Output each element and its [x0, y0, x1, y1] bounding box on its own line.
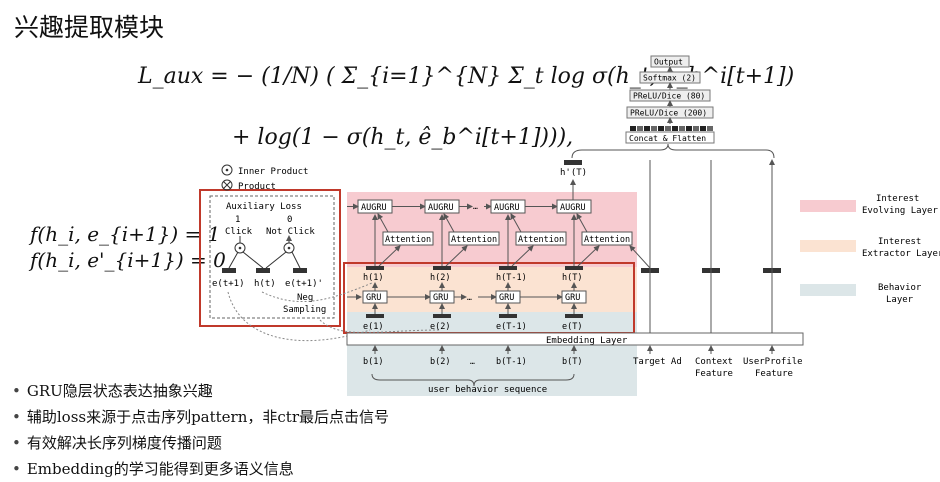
hidden-state-block	[499, 266, 517, 270]
bullet-list: •GRU隐层状态表达抽象兴趣 •辅助loss来源于点击序列pattern，非ct…	[12, 378, 389, 482]
behavior-label: b(2)	[430, 357, 450, 367]
hidden-state-label: h(T)	[562, 273, 582, 283]
aux-e-next-label: e(t+1)	[212, 279, 245, 289]
ellipsis: …	[467, 293, 472, 302]
positive-case-formula: f(h_i, e_{i+1}) = 1	[30, 222, 221, 246]
attention-label: Attention	[584, 235, 630, 245]
embedding-block	[499, 314, 517, 318]
bullet-item: •辅助loss来源于点击序列pattern，非ctr最后点击信号	[12, 408, 389, 426]
aux-click: Click	[225, 227, 253, 237]
gru-label: GRU	[499, 293, 514, 303]
bullet-item: •有效解决长序列梯度传播问题	[12, 434, 222, 452]
legend-interest-extractor: Interest	[878, 237, 921, 247]
aux-e-neg-label: e(t+1)'	[285, 279, 323, 289]
svg-text:Evolving Layer: Evolving Layer	[862, 206, 938, 216]
user-profile-feature-label: UserProfile	[743, 357, 803, 367]
hidden-state-label: h(T-1)	[496, 273, 527, 283]
attention-label: Attention	[518, 235, 564, 245]
inner-product-legend: Inner Product	[238, 167, 308, 177]
gru-label: GRU	[433, 293, 448, 303]
svg-text:Extractor Layer: Extractor Layer	[862, 249, 940, 259]
attention-label: Attention	[385, 235, 431, 245]
product-legend: Product	[238, 182, 276, 192]
embedding-block	[565, 314, 583, 318]
bullet-item: •Embedding的学习能得到更多语义信息	[12, 460, 294, 478]
embedding-label: e(T-1)	[496, 322, 527, 332]
hidden-state-block	[366, 266, 384, 270]
product-icon	[221, 179, 233, 191]
concat-flatten-label: Concat & Flatten	[629, 134, 706, 143]
auxiliary-loss-highlight	[199, 189, 341, 327]
hidden-state-block	[565, 266, 583, 270]
top-stack-label: Output	[654, 58, 683, 67]
aux-not-click: Not Click	[266, 227, 315, 237]
top-stack-label: PReLU/Dice (80)	[633, 92, 705, 101]
legend-interest-evolving-swatch	[800, 200, 856, 212]
gru-label: GRU	[565, 293, 580, 303]
target-ad-label: Target Ad	[633, 357, 682, 367]
legend-interest-evolving: Interest	[876, 194, 919, 204]
gru-label: GRU	[366, 293, 381, 303]
behavior-label: b(T)	[562, 357, 582, 367]
embedding-block	[433, 314, 451, 318]
legend-interest-extractor-swatch	[800, 240, 856, 252]
negative-case-formula: f(h_i, e'_{i+1}) = 0	[30, 248, 226, 272]
behavior-label: b(T-1)	[496, 357, 527, 367]
attention-label: Attention	[451, 235, 497, 245]
concat-flatten-box	[625, 131, 715, 144]
aux-h-t-label: h(t)	[254, 279, 276, 289]
augru-cell	[556, 199, 592, 214]
augru-label: AUGRU	[361, 203, 387, 213]
ellipsis: …	[473, 202, 478, 211]
behavior-label: b(1)	[363, 357, 383, 367]
aux-loss-formula-line2: + log(1 − σ(h_t, ê_b^i[t+1]))),	[232, 125, 574, 150]
augru-label: AUGRU	[560, 203, 586, 213]
hidden-state-label: h(2)	[430, 273, 450, 283]
legend-behavior-swatch	[800, 284, 856, 296]
auxiliary-loss-box	[209, 195, 335, 319]
legend-behavior: Behavior	[878, 283, 922, 293]
aux-zero: 0	[287, 215, 292, 225]
context-feature-label: Context	[695, 357, 733, 367]
attention-unit	[382, 231, 434, 246]
h-prime-block	[564, 160, 582, 165]
embedding-label: e(2)	[430, 322, 450, 332]
hidden-state-label: h(1)	[363, 273, 383, 283]
svg-text:Feature: Feature	[755, 369, 793, 379]
attention-unit	[515, 231, 567, 246]
embedding-label: e(T)	[562, 322, 582, 332]
top-stack-label: Softmax (2)	[643, 74, 696, 83]
hidden-state-block	[433, 266, 451, 270]
embedding-block	[366, 314, 384, 318]
page-title: 兴趣提取模块	[14, 13, 165, 42]
interest-extractor-band	[347, 267, 637, 312]
behavior-band	[347, 312, 637, 396]
svg-text:Feature: Feature	[695, 369, 733, 379]
embedding-layer-label: Embedding Layer	[546, 336, 628, 346]
bullet-item: •GRU隐层状态表达抽象兴趣	[12, 382, 213, 400]
attention-unit	[581, 231, 633, 246]
ellipsis: …	[470, 357, 475, 366]
top-stack-label: PReLU/Dice (200)	[630, 109, 707, 118]
augru-label: AUGRU	[428, 203, 454, 213]
aux-one: 1	[235, 215, 240, 225]
h-prime-label: h'(T)	[560, 168, 587, 178]
aux-embedding-blocks	[222, 268, 307, 273]
user-behavior-sequence-label: user behavior sequence	[428, 385, 547, 395]
aux-neg-label: Neg	[297, 293, 313, 303]
aux-loss-title: Auxiliary Loss	[226, 202, 302, 212]
inner-product-icon	[221, 164, 233, 176]
augru-label: AUGRU	[494, 203, 520, 213]
svg-text:Layer: Layer	[886, 295, 914, 305]
embedding-label: e(1)	[363, 322, 383, 332]
aux-sampling-label: Sampling	[283, 305, 326, 315]
attention-unit	[448, 231, 500, 246]
